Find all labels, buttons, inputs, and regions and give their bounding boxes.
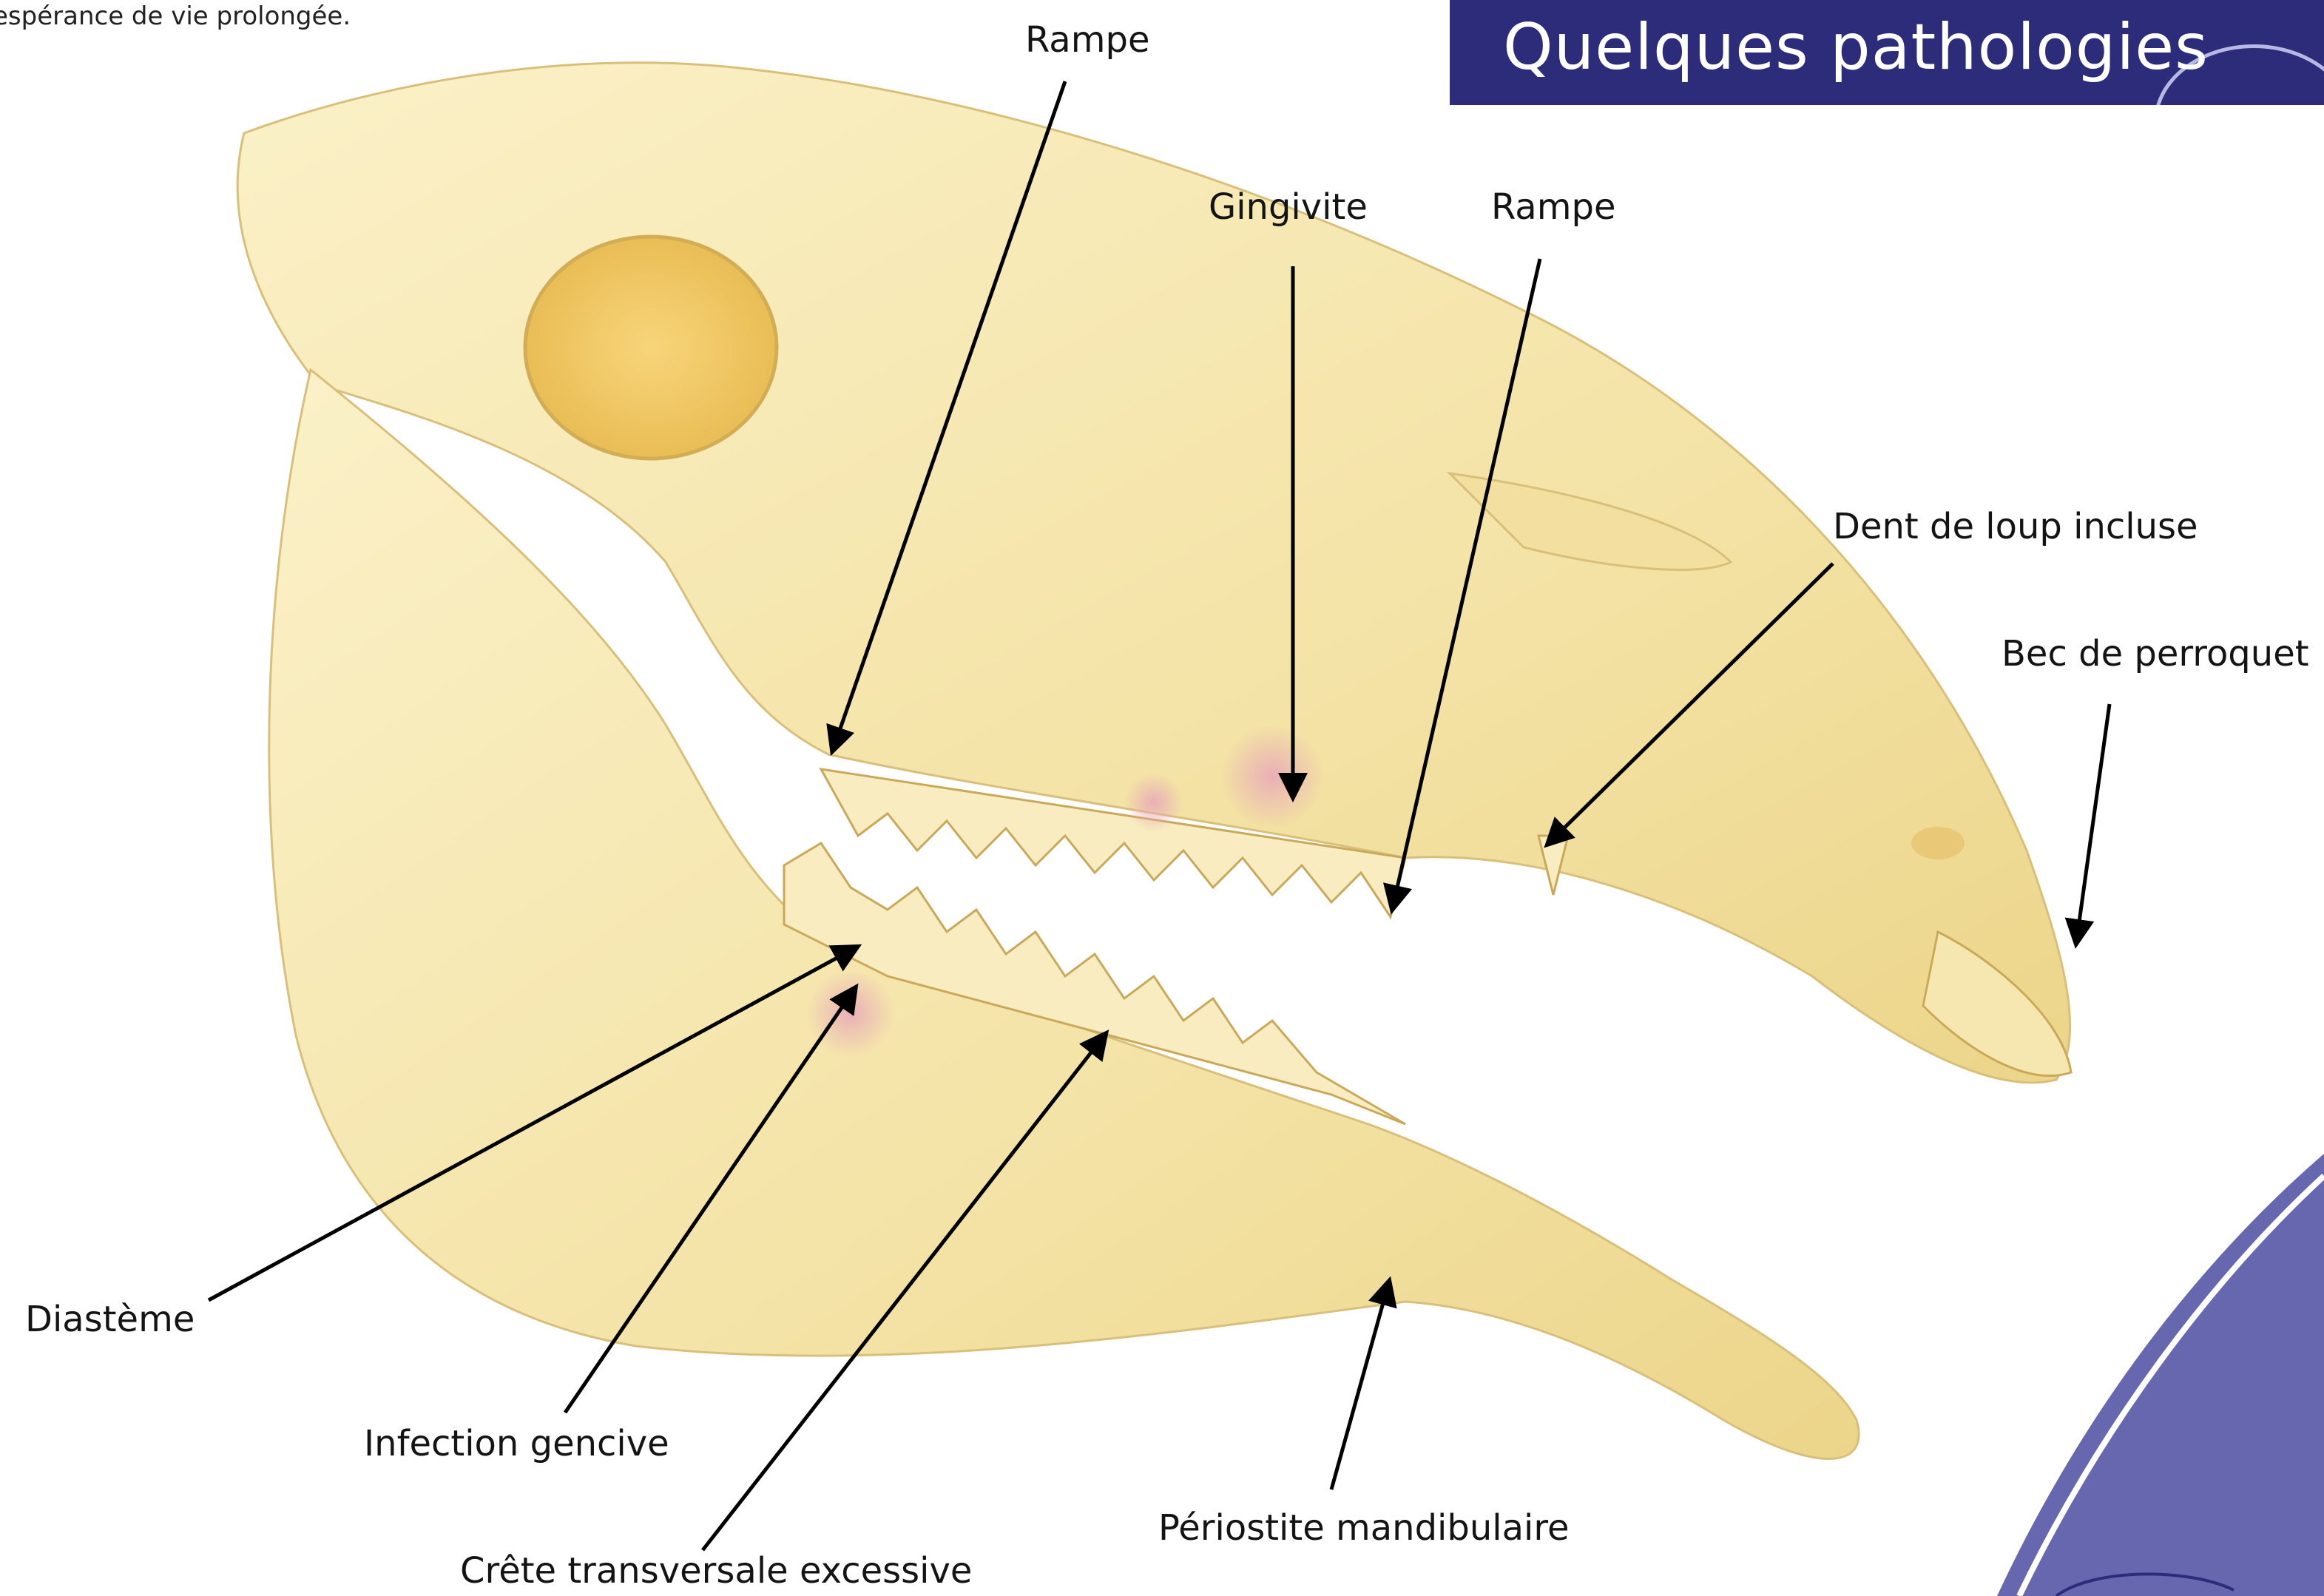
- arrow-rampe-2: [1394, 259, 1540, 904]
- label-bec-de-perroquet: Bec de perroquet: [2002, 636, 2309, 672]
- arrow-diasteme: [209, 950, 852, 1300]
- arrow-infection-gencive: [565, 993, 852, 1413]
- label-crete-transversale: Crête transversale excessive: [460, 1553, 972, 1589]
- arrow-crete: [703, 1038, 1102, 1550]
- label-gingivite: Gingivite: [1209, 189, 1368, 225]
- label-infection-gencive: Infection gencive: [364, 1426, 669, 1461]
- label-rampe-upper-left: Rampe: [1025, 22, 1149, 58]
- arrow-bec-perroquet: [2077, 704, 2109, 938]
- arrow-dent-loup: [1552, 564, 1833, 840]
- label-dent-de-loup: Dent de loup incluse: [1833, 509, 2198, 544]
- arrow-rampe-1: [834, 81, 1065, 745]
- label-periostite: Périostite mandibulaire: [1158, 1510, 1570, 1546]
- label-diasteme: Diastème: [25, 1302, 195, 1337]
- label-rampe-upper-right: Rampe: [1491, 189, 1615, 225]
- arrow-periostite: [1331, 1287, 1388, 1490]
